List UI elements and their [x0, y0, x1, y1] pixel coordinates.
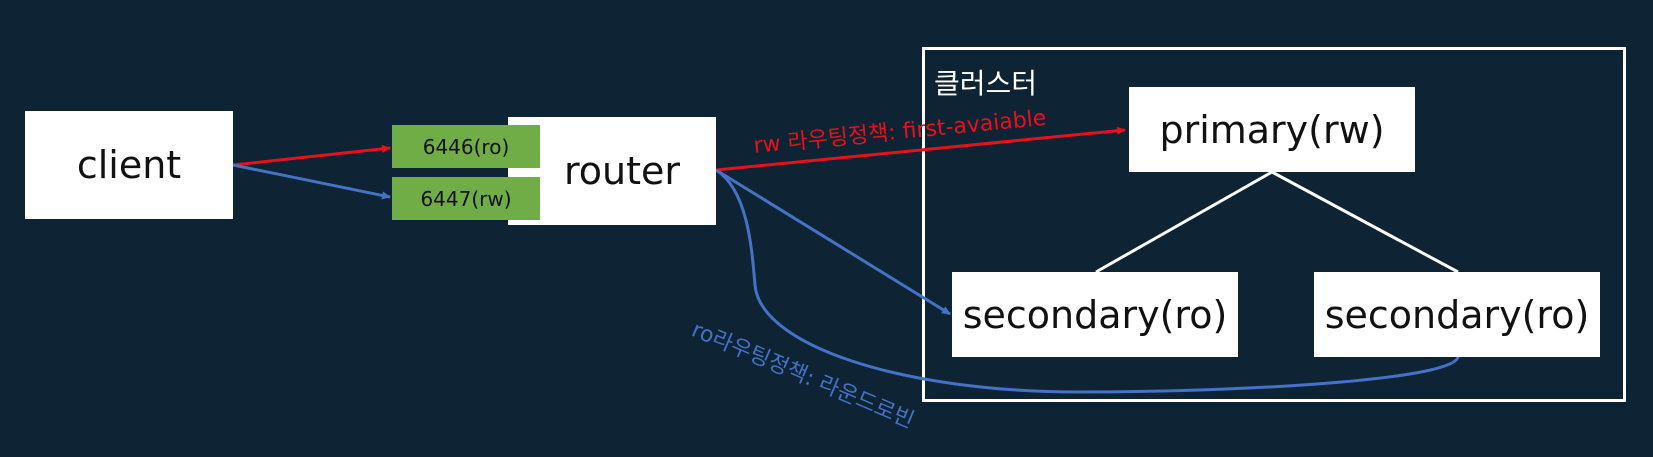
client-node: client: [25, 111, 233, 219]
cluster-container: [922, 47, 1626, 402]
secondary-left-label: secondary(ro): [962, 292, 1228, 337]
tree-line-right: [1271, 170, 1459, 274]
port-ro-label: 6446(ro): [422, 134, 510, 159]
router-node: router: [508, 117, 716, 225]
client-label: client: [76, 143, 182, 187]
secondary-right-node: secondary(ro): [1314, 272, 1600, 357]
edge-router-to-secondary-right: [715, 168, 1460, 394]
tree-line-left: [1095, 170, 1273, 274]
primary-node: primary(rw): [1129, 87, 1415, 172]
secondary-left-node: secondary(ro): [952, 272, 1238, 357]
edge-router-to-secondary-left: [715, 168, 951, 316]
router-label: router: [563, 149, 681, 193]
edge-client-to-port-rw: [232, 163, 391, 200]
edge-client-to-port-ro: [232, 144, 391, 167]
port-ro: 6446(ro): [392, 125, 540, 168]
cluster-label: 클러스터: [934, 67, 1038, 100]
port-rw-label: 6447(rw): [420, 186, 512, 211]
port-rw: 6447(rw): [392, 177, 540, 220]
primary-label: primary(rw): [1159, 107, 1385, 152]
secondary-right-label: secondary(ro): [1324, 292, 1590, 337]
edge-router-to-primary: [715, 126, 1126, 172]
